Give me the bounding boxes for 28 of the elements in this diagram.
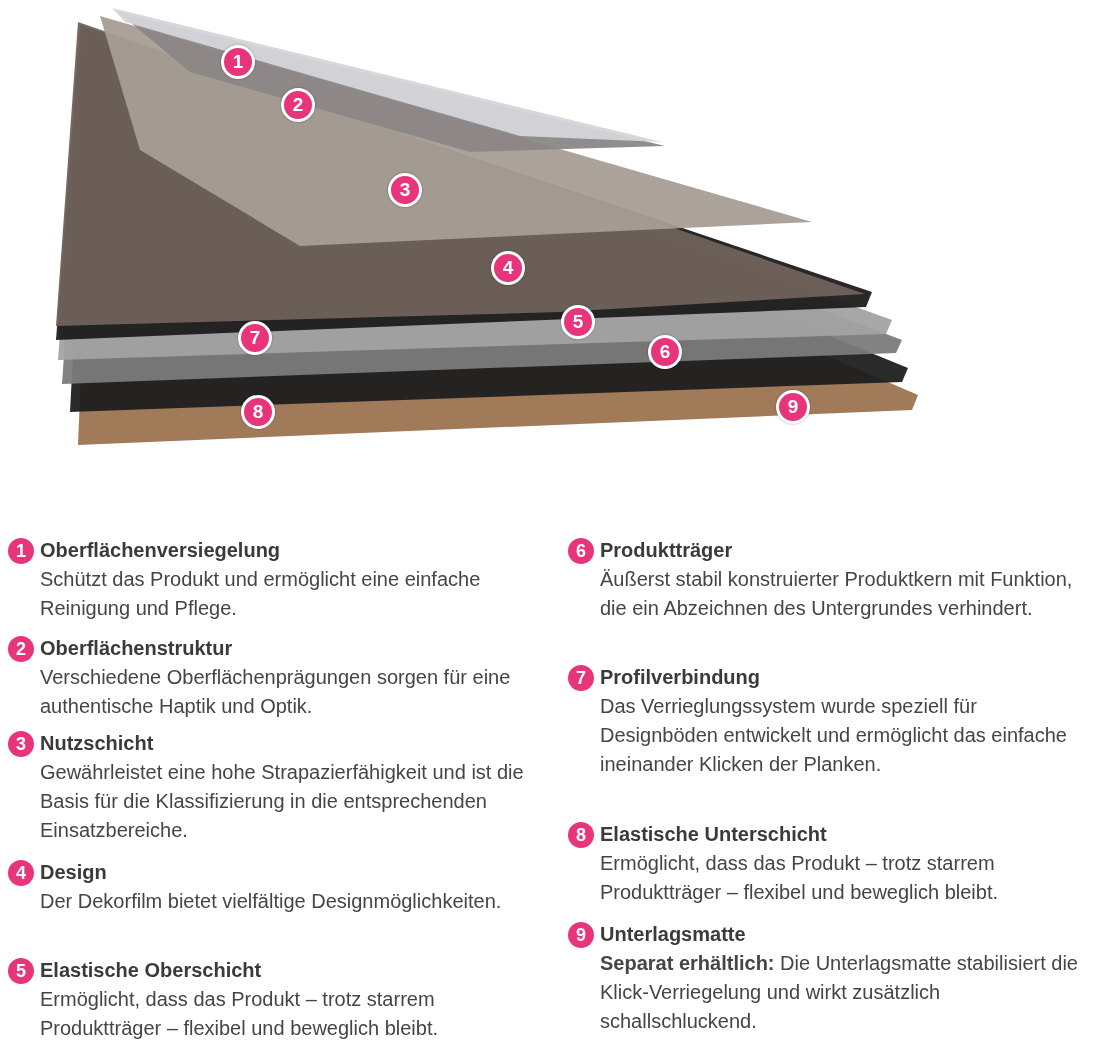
number-badge: 5 [8,958,34,984]
layer-description: Ermöglicht, dass das Produkt – trotz starrem Produktträger – flexibel und beweglich bleibt. [40,987,440,1041]
layer-heading: Nutzschicht [40,732,155,755]
layer-description: Schützt das Produkt und ermöglicht eine einfache Reinigung und Pflege. [40,567,482,621]
callout-number: 9 [776,390,810,424]
number-badge: 9 [568,922,594,948]
number-badge: 3 [8,731,34,757]
layer-description: Das Verrieglungssystem wurde speziell für Designböden entwickelt und ermöglicht das einfache ineinander Klicken der Planken. [600,694,1068,777]
layer-description: Verschiedene Oberflächenprägungen sorgen für eine authentische Haptik und Optik. [40,665,512,719]
number-badge: 1 [8,538,34,564]
number-badge: 2 [8,636,34,662]
layer-description: Separat erhältlich: Die Unterlagsmatte stabilisiert die Klick-Verriegelung und wirkt zusätzlich schallschluckend. [600,951,1079,1034]
layer-description: Ermöglicht, dass das Produkt – trotz starrem Produktträger – flexibel und beweglich bleibt. [600,851,1000,905]
layer-description: Der Dekorfilm bietet vielfältige Designmöglichkeiten. [40,889,503,914]
layer-heading: Oberflächenstruktur [40,637,234,660]
layer-heading: Design [40,861,108,884]
layer-heading: Unterlagsmatte [600,923,747,946]
layer-heading: Elastische Unterschicht [600,823,828,846]
layer-heading: Profilverbindung [600,666,761,689]
layer-heading: Oberflächenversiegelung [40,539,282,562]
layer-heading: Elastische Oberschicht [40,959,263,982]
number-badge: 8 [568,822,594,848]
number-badge: 4 [8,860,34,886]
number-badge: 7 [568,665,594,691]
layer-description: Gewährleistet eine hohe Strapazierfähigkeit und ist die Basis für die Klassifizierung in die entsprechenden Einsatzbereiche. [40,760,525,843]
layer-description: Äußerst stabil konstruierter Produktkern mit Funktion, die ein Abzeichnen des Untergrundes verhindert. [600,567,1074,621]
layer-heading: Produktträger [600,539,734,562]
number-badge: 6 [568,538,594,564]
